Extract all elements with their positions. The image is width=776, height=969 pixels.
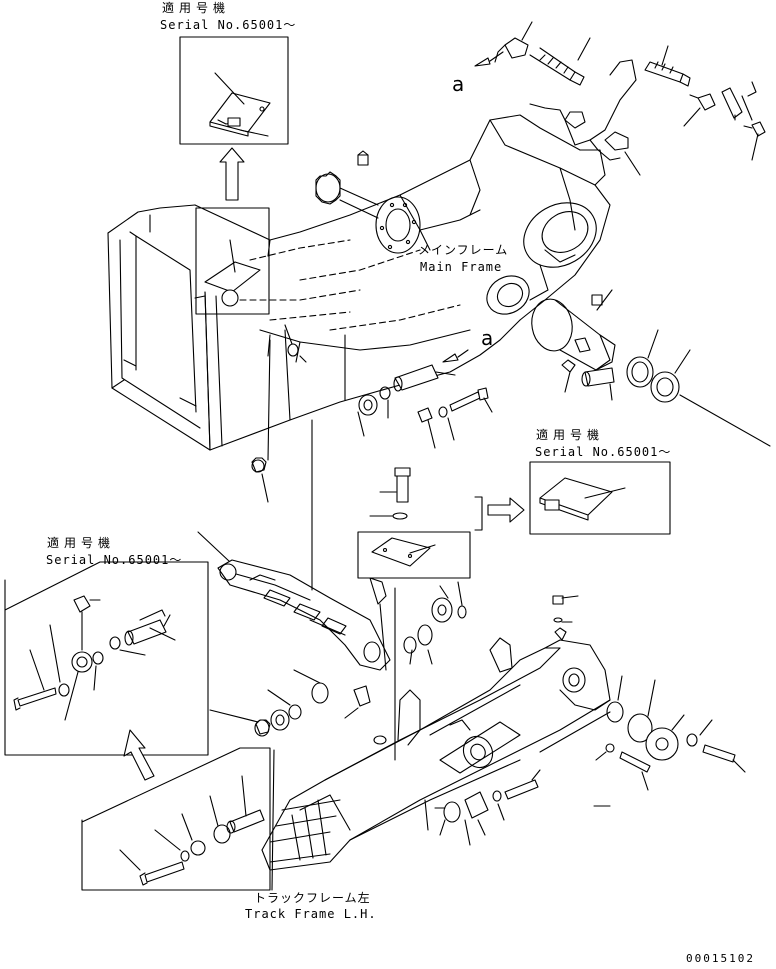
- main-frame-drawing: [108, 115, 615, 450]
- track-frame-label-en: Track Frame L.H.: [245, 907, 377, 921]
- left-inset-applicability: 適用号機: [47, 536, 116, 550]
- spindle-parts: [562, 290, 770, 446]
- right-inset-applicability: 適用号機: [536, 428, 605, 442]
- track-frame-drawing: [82, 420, 745, 890]
- plate-bolt-parts: [358, 468, 470, 578]
- right-inset-box: [475, 462, 670, 534]
- reference-letter-lower: a: [481, 326, 495, 350]
- up-arrow-top: [220, 148, 244, 200]
- main-frame-label-en: Main Frame: [420, 260, 503, 274]
- track-frame-label-jp: トラックフレーム左: [254, 891, 371, 905]
- right-inset-serial: Serial No.65001～: [535, 445, 672, 459]
- upper-right-parts: [475, 22, 765, 175]
- reference-letter-upper: a: [452, 72, 466, 96]
- drawing-number: 00015102: [686, 952, 755, 965]
- top-inset-applicability: 適用号機: [162, 1, 231, 15]
- top-inset-box: [180, 37, 288, 144]
- pivot-pin-parts: [252, 335, 492, 502]
- top-inset-serial: Serial No.65001～: [160, 18, 297, 32]
- left-inset-serial: Serial No.65001～: [46, 553, 183, 567]
- left-inset-box: [5, 532, 230, 780]
- main-frame-label-jp: メインフレーム: [418, 243, 509, 257]
